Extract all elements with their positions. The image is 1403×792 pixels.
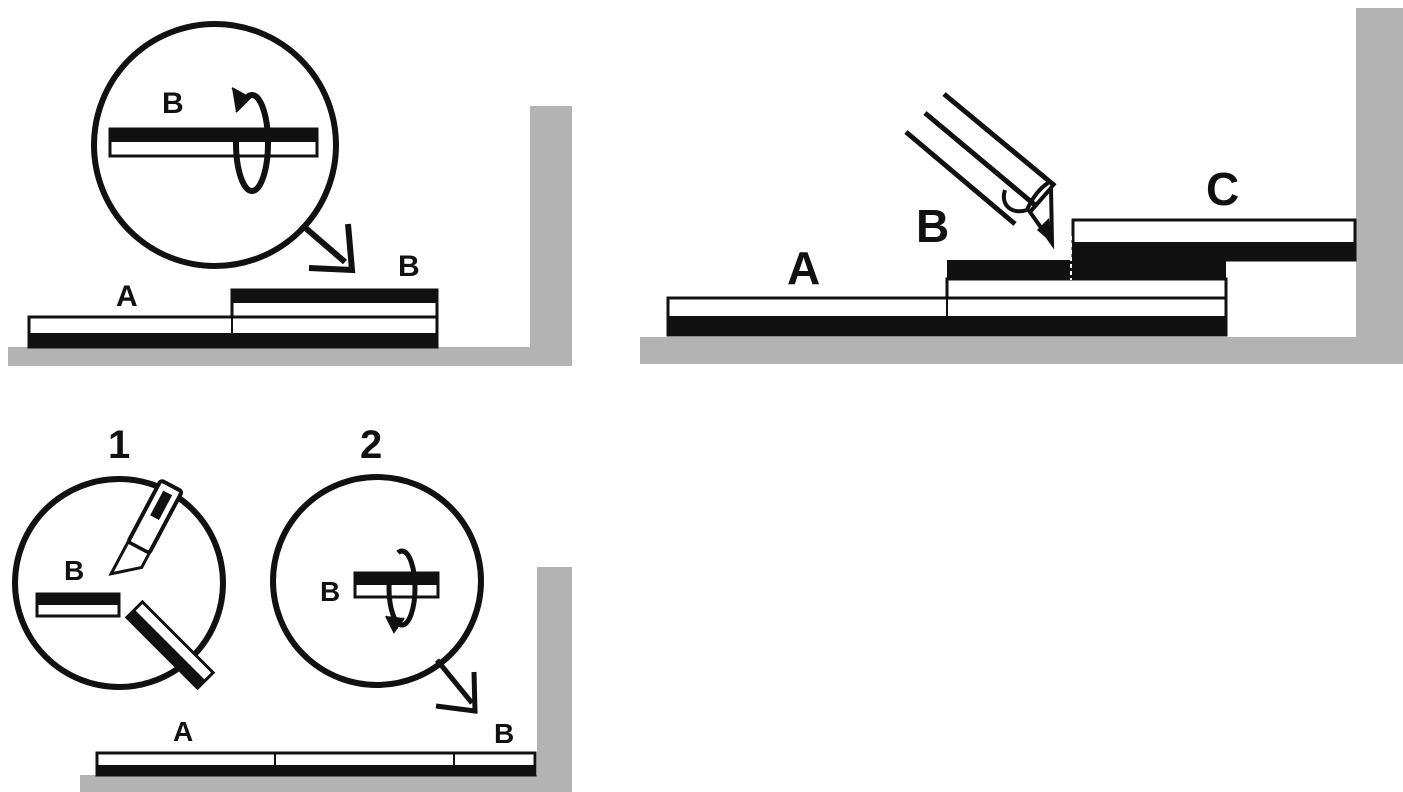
label-b: B (916, 200, 949, 252)
panel-2-mark-board: A B C (640, 8, 1403, 364)
step-1-circle: B (12, 476, 226, 691)
step-2-circle: B (270, 474, 484, 688)
zoom-label-b: B (162, 87, 184, 120)
panel-1-last-row-measure: A B B (8, 21, 572, 366)
label-a: A (173, 716, 193, 747)
step-2-label-b: B (320, 576, 340, 607)
panel-3-cut-and-place: A B 1 B 2 (12, 423, 572, 792)
utility-knife-icon (108, 479, 184, 576)
pointer-arrow-icon (435, 658, 478, 714)
step-1-label-b: B (64, 555, 84, 586)
pencil-icon (904, 92, 1057, 250)
label-b: B (494, 718, 514, 749)
label-a: A (787, 242, 820, 294)
label-c: C (1206, 163, 1239, 215)
pointer-arrow-icon (300, 222, 356, 274)
step-1-number: 1 (108, 423, 130, 467)
rotate-arrow-icon (385, 548, 418, 634)
step-2-number: 2 (360, 423, 382, 467)
label-b: B (398, 250, 420, 283)
rotate-arrow-icon (231, 87, 271, 194)
label-a: A (116, 280, 138, 313)
zoom-circle-flip: B (91, 21, 339, 269)
board-b-2 (945, 277, 1228, 300)
